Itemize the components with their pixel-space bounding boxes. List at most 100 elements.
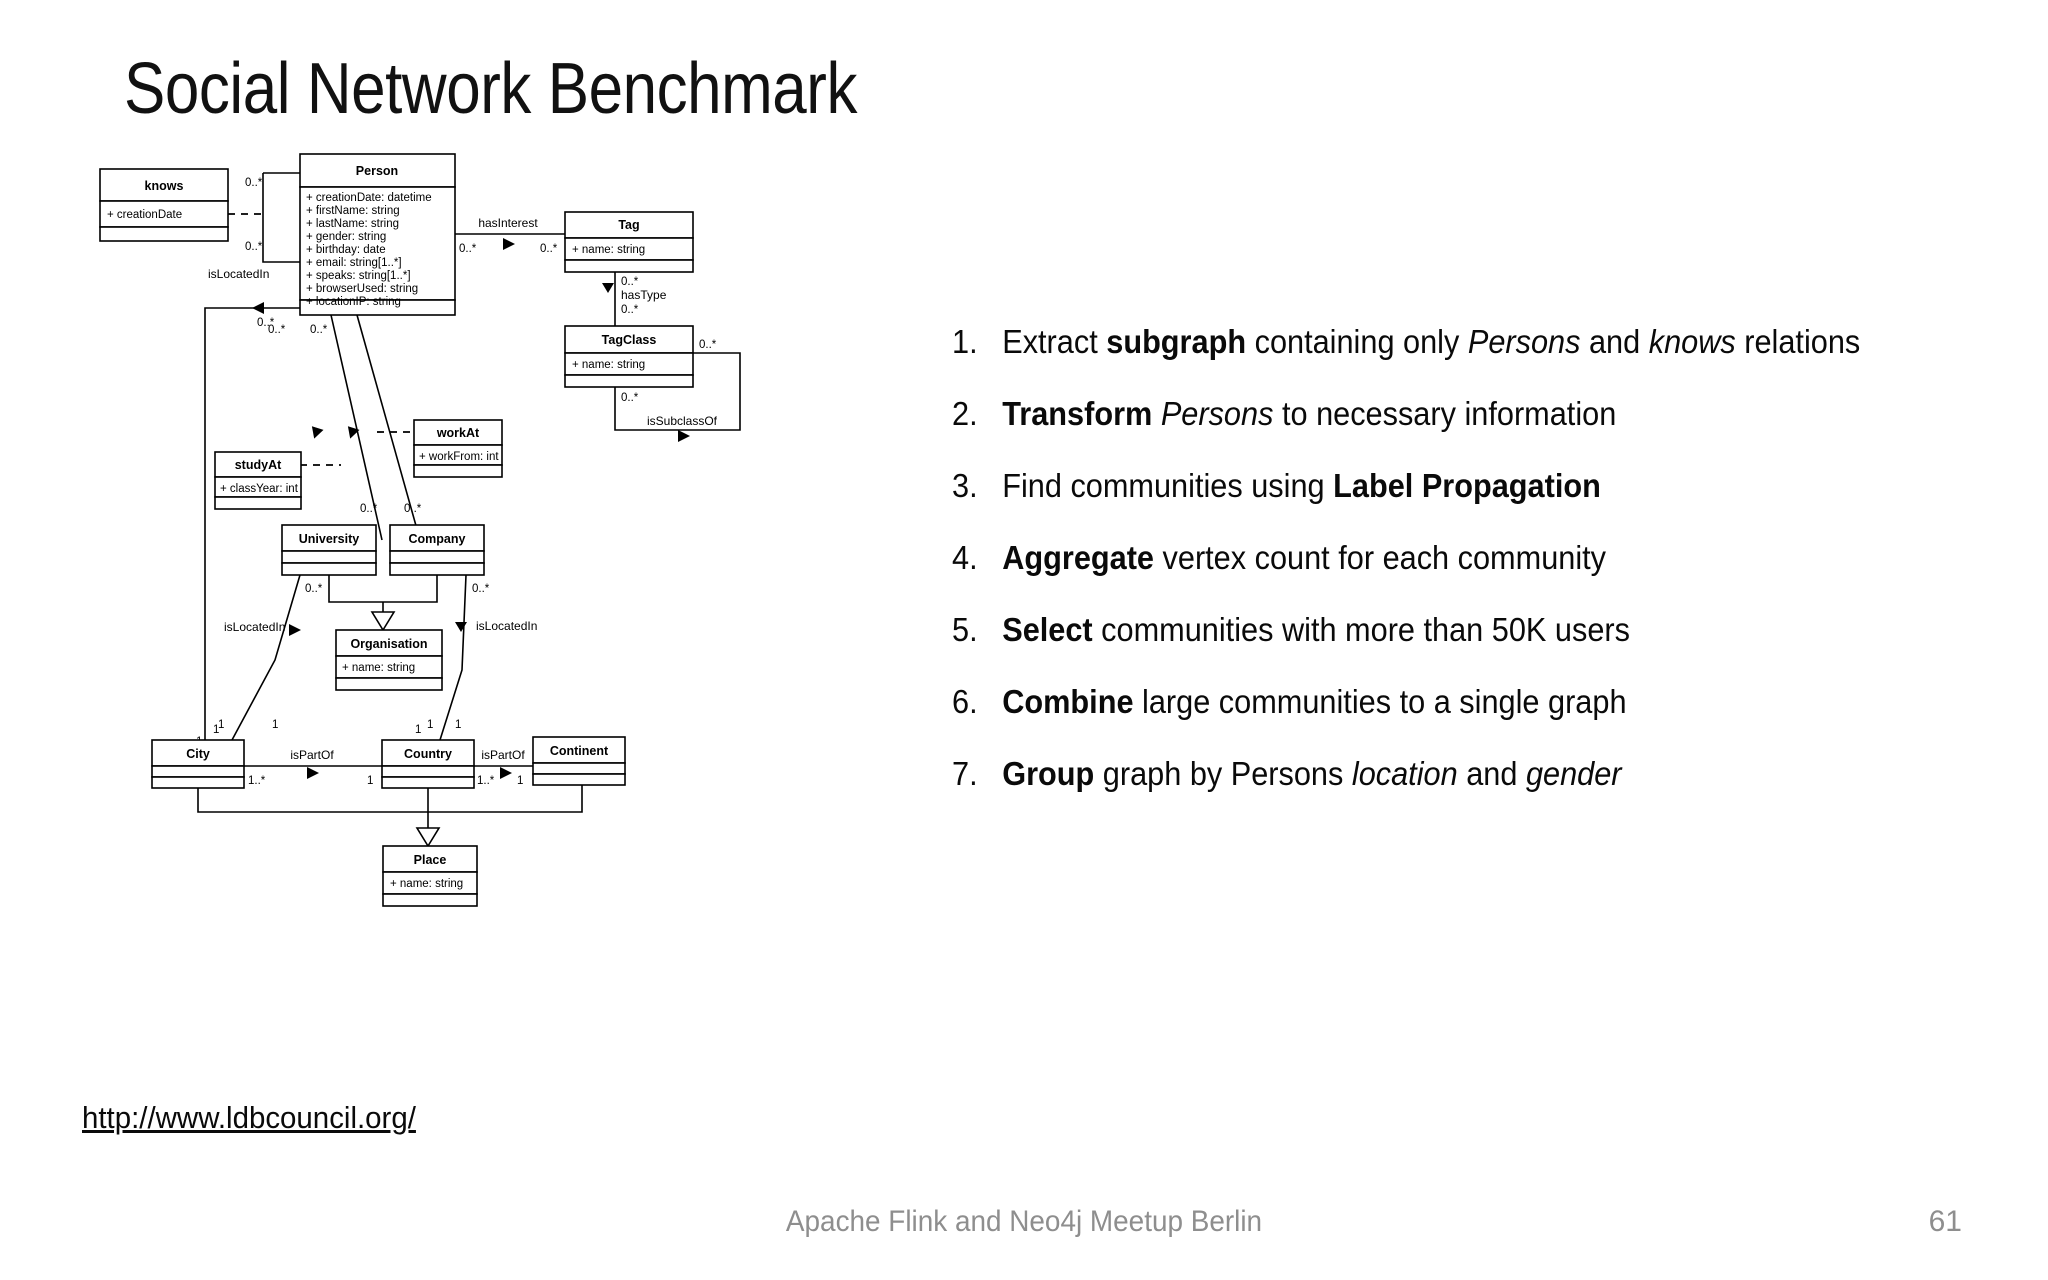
step-number: 7.	[952, 755, 978, 792]
uml-class-continent: Continent	[532, 736, 626, 786]
mult-hastype-to: 0..*	[621, 304, 639, 316]
mult-ispartof-country-to: 1	[517, 775, 523, 787]
relation-islocatedin-university-city: 0..* isLocatedIn 1	[218, 574, 323, 741]
class-attr-tagclass-0: + name: string	[572, 359, 645, 371]
list-item: 4. Aggregate vertex count for each commu…	[952, 541, 1938, 574]
relation-label-ispartof-city: isPartOf	[290, 748, 334, 762]
uml-class-person: Person + creationDate: datetime + firstN…	[299, 153, 456, 316]
mult-studyat-from: 0..*	[268, 324, 286, 336]
list-item: 7. Group graph by Persons location and g…	[952, 757, 1938, 790]
class-attr-studyat-0: + classYear: int	[220, 483, 299, 495]
step-text: Combine large communities to a single gr…	[1002, 683, 1627, 720]
list-item: 6. Combine large communities to a single…	[952, 685, 1938, 718]
mult-workat-to: 0..*	[404, 503, 422, 515]
uml-class-workat: workAt + workFrom: int	[413, 419, 503, 478]
class-attr-person-8: + locationIP: string	[306, 296, 401, 308]
mult-issubclassof-right: 0..*	[699, 339, 717, 351]
class-name-city: City	[186, 747, 210, 761]
step-text: Find communities using Label Propagation	[1002, 467, 1601, 504]
mult-islocatedin-person-from: 0..*	[257, 317, 275, 329]
class-name-country: Country	[404, 747, 452, 761]
step-number: 6.	[952, 683, 978, 720]
mult-city-extra: 1	[272, 719, 278, 731]
ldbc-council-link[interactable]: http://www.ldbcouncil.org/	[82, 1100, 416, 1135]
relation-label-hastype: hasType	[621, 288, 667, 302]
generalization-to-place	[197, 785, 583, 848]
generalization-to-organisation	[328, 575, 438, 632]
relation-label-islocatedin-person: isLocatedIn	[208, 267, 269, 281]
mult-ispartof-city-from: 1..*	[248, 775, 266, 787]
class-name-person: Person	[356, 164, 398, 178]
class-attr-person-0: + creationDate: datetime	[306, 192, 432, 204]
relation-label-issubclassof: isSubclassOf	[647, 414, 718, 428]
class-attr-person-6: + speaks: string[1..*]	[306, 270, 411, 282]
class-name-tagclass: TagClass	[602, 333, 657, 347]
class-name-workat: workAt	[436, 426, 480, 440]
class-name-knows: knows	[145, 179, 184, 193]
mult-hasinterest-to: 0..*	[540, 243, 558, 255]
class-name-place: Place	[414, 853, 447, 867]
relation-islocatedin-person-city: isLocatedIn 0..* 1	[196, 267, 300, 760]
class-attr-person-1: + firstName: string	[306, 205, 400, 217]
mult-knows-bottom: 0..*	[245, 241, 263, 253]
list-item: 3. Find communities using Label Propagat…	[952, 469, 1938, 502]
mult-studyat-to: 0..*	[360, 503, 378, 515]
class-name-studyat: studyAt	[235, 458, 282, 472]
uml-class-organisation: Organisation + name: string	[335, 629, 443, 691]
uml-class-city: City 1	[151, 724, 245, 789]
class-name-tag: Tag	[618, 218, 639, 232]
class-attr-tag-0: + name: string	[572, 244, 645, 256]
relation-label-islocatedin-company: isLocatedIn	[476, 619, 537, 633]
page-number: 61	[1928, 1205, 1962, 1238]
class-attr-person-3: + gender: string	[306, 231, 386, 243]
class-attr-person-4: + birthday: date	[306, 244, 386, 256]
step-number: 3.	[952, 467, 978, 504]
knows-association-loop: 0..* 0..*	[228, 172, 300, 263]
step-text: Aggregate vertex count for each communit…	[1002, 539, 1607, 576]
step-text: Extract subgraph containing only Persons…	[1002, 323, 1861, 360]
mult-knows-top: 0..*	[245, 177, 263, 189]
page-title: Social Network Benchmark	[124, 49, 858, 129]
class-name-organisation: Organisation	[350, 637, 427, 651]
steps-list: 1. Extract subgraph containing only Pers…	[952, 325, 2012, 829]
mult-uni-city-from: 0..*	[305, 583, 323, 595]
class-attr-person-5: + email: string[1..*]	[306, 257, 402, 269]
uml-class-tag: Tag + name: string	[564, 211, 694, 273]
relation-issubclassof: 0..* 0..* isSubclassOf	[614, 339, 741, 442]
list-item: 1. Extract subgraph containing only Pers…	[952, 325, 1938, 358]
mult-ispartof-country-from: 1..*	[477, 775, 495, 787]
list-item: 5. Select communities with more than 50K…	[952, 613, 1938, 646]
misc-multiplicity-marks: 1 1	[272, 719, 461, 731]
list-item: 2. Transform Persons to necessary inform…	[952, 397, 1938, 430]
relation-label-ispartof-country: isPartOf	[481, 748, 525, 762]
mult-workat-from: 0..*	[310, 324, 328, 336]
uml-class-tagclass: TagClass + name: string	[564, 325, 694, 388]
mult-issubclassof-bottom: 0..*	[621, 392, 639, 404]
uml-class-knows: knows + creationDate	[99, 168, 229, 242]
mult-hasinterest-from: 0..*	[459, 243, 477, 255]
relation-studyat: 0..* 0..*	[268, 314, 383, 541]
relation-hasinterest: hasInterest 0..* 0..*	[455, 216, 565, 255]
relation-hastype: 0..* hasType 0..*	[602, 272, 667, 326]
uml-class-company: Company	[389, 524, 485, 576]
relation-ispartof-city-country: isPartOf 1..* 1	[244, 748, 382, 787]
step-number: 1.	[952, 323, 978, 360]
uml-class-university: University	[281, 524, 377, 576]
footer-text: Apache Flink and Neo4j Meetup Berlin	[785, 1205, 1263, 1238]
relation-ispartof-country-continent: isPartOf 1..* 1	[474, 748, 533, 787]
step-text: Group graph by Persons location and gend…	[1002, 755, 1622, 792]
mult-country-extra: 1	[455, 719, 461, 731]
uml-class-country: Country 1	[381, 724, 475, 789]
step-number: 4.	[952, 539, 978, 576]
relation-islocatedin-company-country: 0..* isLocatedIn 1	[427, 574, 537, 741]
mult-city-top: 1	[213, 724, 219, 736]
relation-workat: 0..* 0..*	[310, 314, 422, 541]
class-name-continent: Continent	[550, 744, 609, 758]
mult-comp-country-to: 1	[427, 719, 433, 731]
class-attr-workat-0: + workFrom: int	[419, 451, 499, 463]
class-attr-organisation-0: + name: string	[342, 662, 415, 674]
class-attr-person-2: + lastName: string	[306, 218, 399, 230]
step-text: Select communities with more than 50K us…	[1002, 611, 1630, 648]
mult-uni-city-to: 1	[218, 719, 224, 731]
